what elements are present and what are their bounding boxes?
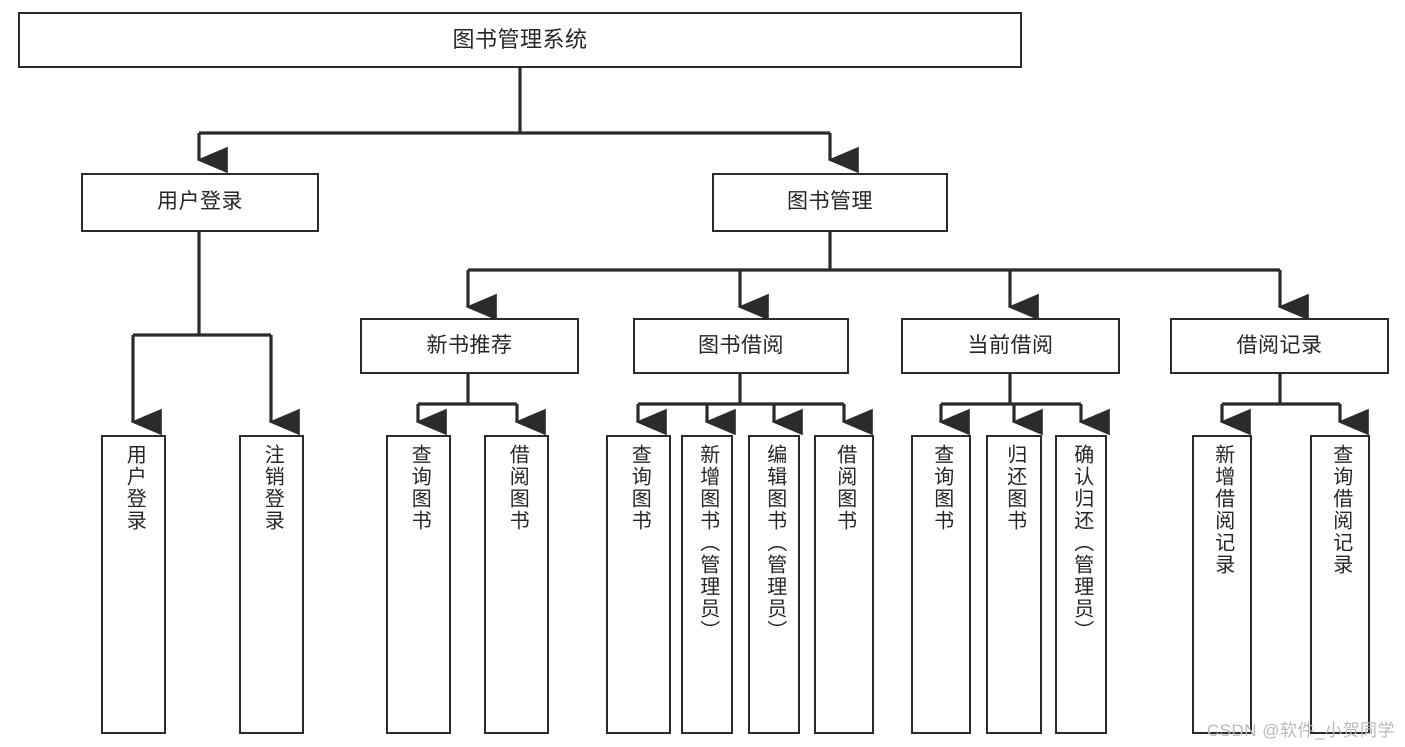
node-leaf-borrow-book-2[interactable]: 借阅图书 (814, 435, 874, 734)
node-leaf-user-login-label: 用户登录 (123, 444, 146, 532)
node-leaf-confirm-return-label: 确认归还（管理员） (1070, 444, 1093, 642)
node-leaf-add-record-label: 新增借阅记录 (1211, 444, 1234, 576)
node-leaf-borrow-book-1[interactable]: 借阅图书 (484, 435, 549, 734)
node-leaf-query-book-3[interactable]: 查询图书 (911, 435, 971, 734)
node-leaf-add-book[interactable]: 新增图书（管理员） (681, 435, 733, 734)
node-leaf-confirm-return[interactable]: 确认归还（管理员） (1055, 435, 1107, 734)
node-leaf-logout-login-label: 注销登录 (261, 444, 284, 532)
node-user-login[interactable]: 用户登录 (81, 173, 319, 232)
node-leaf-add-record[interactable]: 新增借阅记录 (1192, 435, 1252, 734)
node-leaf-borrow-book-2-label: 借阅图书 (833, 444, 856, 532)
node-borrow-record-label: 借阅记录 (1236, 333, 1323, 357)
node-new-book-recommend-label: 新书推荐 (426, 333, 513, 357)
node-book-borrow[interactable]: 图书借阅 (633, 318, 849, 374)
node-leaf-edit-book[interactable]: 编辑图书（管理员） (748, 435, 800, 734)
node-root[interactable]: 图书管理系统 (18, 12, 1022, 68)
node-leaf-query-record[interactable]: 查询借阅记录 (1310, 435, 1370, 734)
node-current-borrow-label: 当前借阅 (967, 333, 1054, 357)
node-leaf-query-book-2[interactable]: 查询图书 (606, 435, 671, 734)
node-leaf-query-record-label: 查询借阅记录 (1329, 444, 1352, 576)
node-book-borrow-label: 图书借阅 (698, 333, 784, 357)
node-leaf-logout-login[interactable]: 注销登录 (239, 435, 304, 734)
node-borrow-record[interactable]: 借阅记录 (1170, 318, 1389, 374)
node-root-label: 图书管理系统 (452, 27, 588, 53)
node-leaf-user-login[interactable]: 用户登录 (101, 435, 166, 734)
node-current-borrow[interactable]: 当前借阅 (901, 318, 1120, 374)
node-book-manage-label: 图书管理 (787, 190, 873, 214)
node-user-login-label: 用户登录 (157, 190, 243, 214)
node-leaf-query-book-3-label: 查询图书 (930, 444, 953, 532)
node-leaf-query-book-1[interactable]: 查询图书 (386, 435, 451, 734)
node-leaf-query-book-1-label: 查询图书 (408, 444, 431, 532)
node-leaf-add-book-label: 新增图书（管理员） (696, 444, 719, 642)
node-book-manage[interactable]: 图书管理 (712, 173, 948, 232)
node-leaf-return-book-label: 归还图书 (1003, 444, 1026, 532)
node-leaf-return-book[interactable]: 归还图书 (986, 435, 1042, 734)
node-new-book-recommend[interactable]: 新书推荐 (360, 318, 579, 374)
node-leaf-borrow-book-1-label: 借阅图书 (506, 444, 529, 532)
node-leaf-edit-book-label: 编辑图书（管理员） (763, 444, 786, 642)
node-leaf-query-book-2-label: 查询图书 (628, 444, 651, 532)
